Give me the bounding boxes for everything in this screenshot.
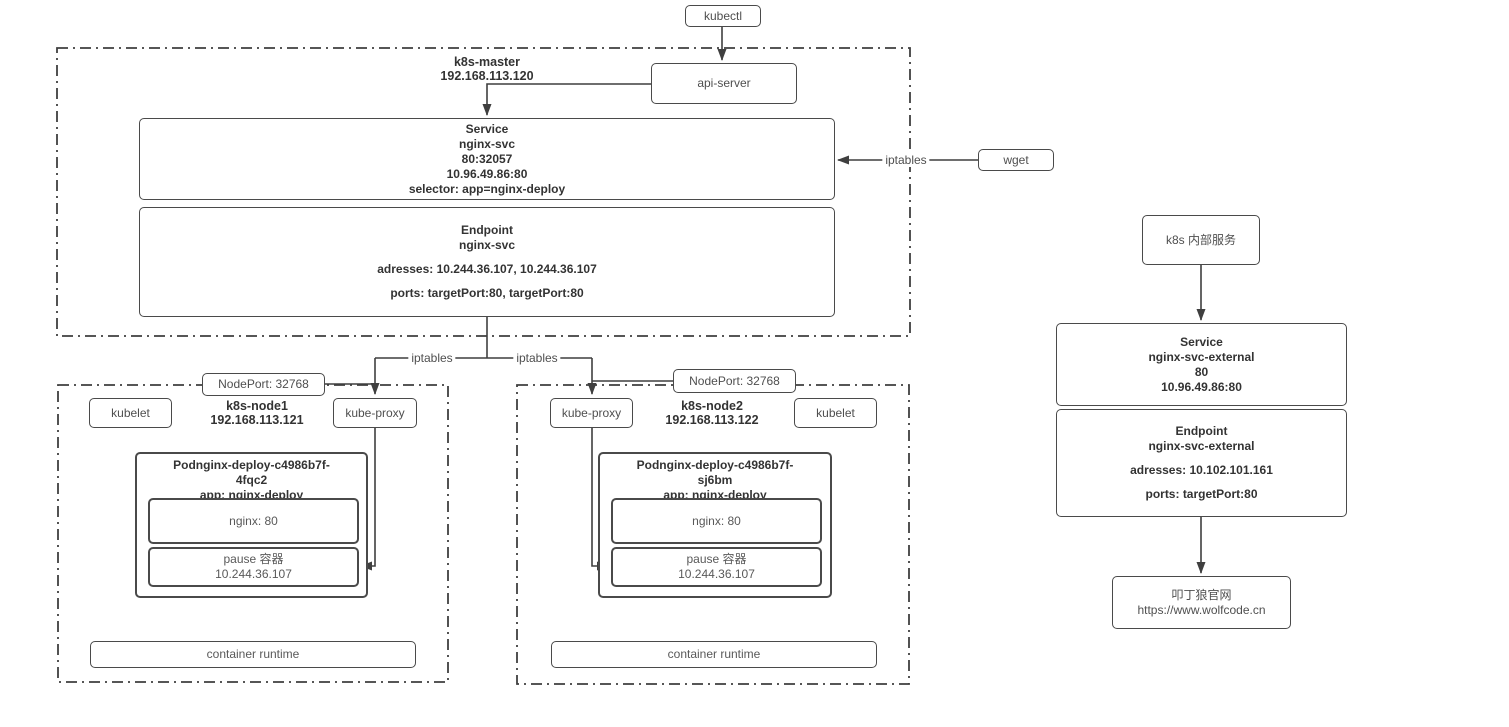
node2-kubelet-box: kubelet: [794, 398, 877, 428]
master-title-name: k8s-master: [453, 55, 520, 69]
node2-kube-proxy-box: kube-proxy: [550, 398, 633, 428]
node1-kube-proxy-box: kube-proxy: [333, 398, 417, 428]
node2-title: k8s-node2 192.168.113.122: [665, 399, 758, 427]
node2-container-runtime-label: container runtime: [667, 647, 761, 661]
node1-kubelet-label: kubelet: [111, 405, 150, 420]
ext-service-name: nginx-svc-external: [1148, 349, 1255, 364]
master-service-box: Service nginx-svc 80:32057 10.96.49.86:8…: [139, 118, 835, 200]
node2-kube-proxy-label: kube-proxy: [561, 405, 622, 420]
iptables-label-left: iptables: [408, 351, 456, 365]
endpoint-title: Endpoint: [461, 223, 513, 237]
ext-endpoint-addresses: adresses: 10.102.101.161: [1130, 463, 1273, 477]
internal-service-entry-box: k8s 内部服务: [1142, 215, 1260, 265]
external-endpoint-box: Endpoint nginx-svc-external adresses: 10…: [1056, 409, 1347, 517]
internal-service-entry-label: k8s 内部服务: [1165, 232, 1236, 247]
node1-nginx-container-box: nginx: 80: [148, 498, 359, 544]
website-name: 叩丁狼官网: [1171, 587, 1232, 602]
ext-endpoint-title: Endpoint: [1175, 424, 1228, 438]
node2-container-runtime-box: container runtime: [551, 641, 877, 668]
node1-pod-name-line1: Podnginx-deploy-c4986b7f-: [173, 458, 330, 472]
node1-pod-name-line2: 4fqc2: [235, 473, 268, 487]
ext-service-ip: 10.96.49.86:80: [1161, 379, 1242, 394]
service-ports: 80:32057: [461, 151, 513, 166]
node2-nodeport-label: NodePort: 32768: [689, 373, 780, 388]
node2-kubelet-label: kubelet: [816, 405, 855, 420]
master-endpoint-box: Endpoint nginx-svc adresses: 10.244.36.1…: [139, 207, 835, 317]
api-server-label: api-server: [697, 76, 751, 90]
node2-nginx-label: nginx: 80: [692, 513, 741, 528]
endpoint-ports: ports: targetPort:80, targetPort:80: [390, 286, 584, 300]
node1-nodeport-label: NodePort: 32768: [218, 377, 309, 391]
service-name: nginx-svc: [458, 136, 515, 151]
node2-title-name: k8s-node2: [681, 399, 743, 413]
master-dashed-boundary: [56, 47, 911, 337]
node1-title: k8s-node1 192.168.113.121: [210, 399, 303, 427]
wget-label: wget: [1003, 152, 1029, 167]
node1-pause-ip: 10.244.36.107: [215, 567, 292, 581]
wget-box: wget: [978, 149, 1054, 171]
kubectl-box: kubectl: [685, 5, 761, 27]
website-url: https://www.wolfcode.cn: [1137, 602, 1266, 617]
service-cluster-ip: 10.96.49.86:80: [446, 166, 528, 181]
node1-pause-container-box: pause 容器 10.244.36.107: [148, 547, 359, 587]
ext-endpoint-name: nginx-svc-external: [1148, 439, 1255, 453]
node2-pause-label: pause 容器: [686, 552, 747, 566]
node1-container-runtime-label: container runtime: [206, 647, 300, 661]
node2-pause-ip: 10.244.36.107: [678, 567, 755, 581]
node1-title-ip: 192.168.113.121: [210, 413, 304, 427]
ext-endpoint-ports: ports: targetPort:80: [1145, 487, 1258, 501]
iptables-label-right: iptables: [513, 351, 561, 365]
node1-title-name: k8s-node1: [226, 399, 288, 413]
master-title: k8s-master 192.168.113.120: [440, 55, 533, 83]
node2-pod-name-line1: Podnginx-deploy-c4986b7f-: [636, 458, 794, 472]
node2-pod-name-line2: sj6bm: [697, 473, 733, 487]
kubectl-label: kubectl: [703, 8, 743, 23]
node2-nodeport-box: NodePort: 32768: [673, 369, 796, 393]
endpoint-name: nginx-svc: [458, 238, 515, 252]
node1-container-runtime-box: container runtime: [90, 641, 416, 668]
node1-pause-label: pause 容器: [223, 552, 284, 566]
master-title-ip: 192.168.113.120: [440, 69, 534, 83]
website-box: 叩丁狼官网 https://www.wolfcode.cn: [1112, 576, 1291, 629]
service-selector: selector: app=nginx-deploy: [408, 181, 566, 196]
service-title: Service: [465, 121, 509, 136]
arrow-apiserver-to-service: [482, 83, 651, 116]
node2-nginx-container-box: nginx: 80: [611, 498, 822, 544]
node1-kube-proxy-label: kube-proxy: [345, 405, 405, 420]
node1-nginx-label: nginx: 80: [229, 513, 278, 528]
node2-pause-container-box: pause 容器 10.244.36.107: [611, 547, 822, 587]
ext-service-port: 80: [1194, 364, 1209, 379]
ext-service-title: Service: [1180, 334, 1223, 349]
iptables-label-wget: iptables: [882, 153, 930, 167]
api-server-box: api-server: [651, 63, 797, 104]
endpoint-addresses: adresses: 10.244.36.107, 10.244.36.107: [377, 262, 597, 276]
external-service-box: Service nginx-svc-external 80 10.96.49.8…: [1056, 323, 1347, 406]
node1-kubelet-box: kubelet: [89, 398, 172, 428]
node2-title-ip: 192.168.113.122: [665, 413, 759, 427]
node1-nodeport-box: NodePort: 32768: [202, 373, 325, 396]
